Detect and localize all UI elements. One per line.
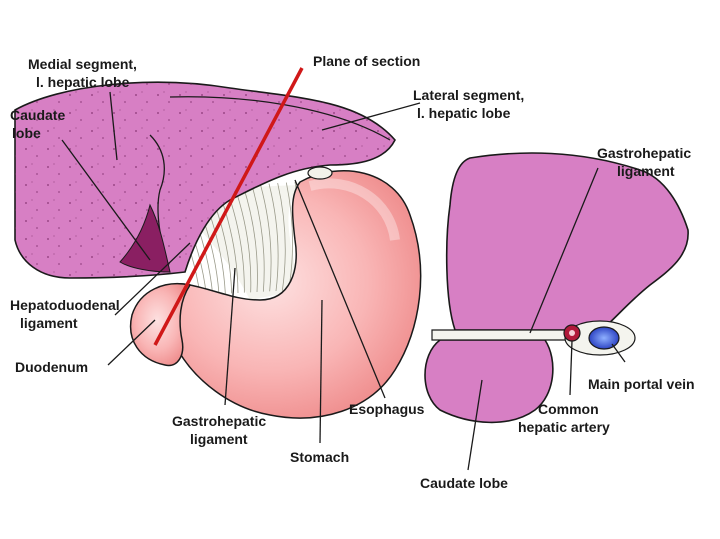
ligament-fibre <box>251 184 265 292</box>
plane-of-section-line <box>153 67 304 346</box>
label-gastrohepatic-left-line2: ligament <box>190 431 248 447</box>
main-portal-vein-ellipse <box>588 326 620 350</box>
label-esophagus: Esophagus <box>349 401 425 417</box>
label-lateral-segment-line1: Lateral segment, <box>413 87 524 103</box>
label-gastrohepatic-right-line1: Gastrohepatic <box>597 145 691 161</box>
ligament-fibre <box>242 185 258 293</box>
label-caudate-lobe-left-line1: Caudate <box>10 107 65 123</box>
ligament-fibre <box>233 185 252 293</box>
liver-left-shape <box>14 81 396 279</box>
label-lateral-segment-line2: l. hepatic lobe <box>417 105 511 121</box>
ligament-fibre <box>268 183 279 292</box>
leader-lines <box>61 91 626 471</box>
ligament-fibre <box>259 184 272 292</box>
label-main-portal-vein: Main portal vein <box>588 376 695 392</box>
label-plane-of-section: Plane of section <box>313 53 420 69</box>
label-common-hepatic-artery-line2: hepatic artery <box>518 419 610 435</box>
label-gastrohepatic-left-line1: Gastrohepatic <box>172 413 266 429</box>
ligament-fibre <box>285 182 293 291</box>
label-duodenum: Duodenum <box>15 359 88 375</box>
label-caudate-lobe-right: Caudate lobe <box>420 475 508 491</box>
label-hepatoduodenal-line1: Hepatoduodenal <box>10 297 120 313</box>
label-medial-segment-line2: l. hepatic lobe <box>36 74 130 90</box>
ligament-fibre <box>277 182 286 291</box>
esophagus-opening <box>307 166 333 180</box>
label-hepatoduodenal-line2: ligament <box>20 315 78 331</box>
label-medial-segment-line1: Medial segment, <box>28 56 137 72</box>
label-common-hepatic-artery-line1: Common <box>538 401 599 417</box>
label-gastrohepatic-right-line2: ligament <box>617 163 675 179</box>
stomach-shape <box>147 166 422 419</box>
label-stomach: Stomach <box>290 449 349 465</box>
label-caudate-lobe-left-line2: lobe <box>12 125 41 141</box>
labels: Plane of section Medial segment, l. hepa… <box>10 53 695 491</box>
